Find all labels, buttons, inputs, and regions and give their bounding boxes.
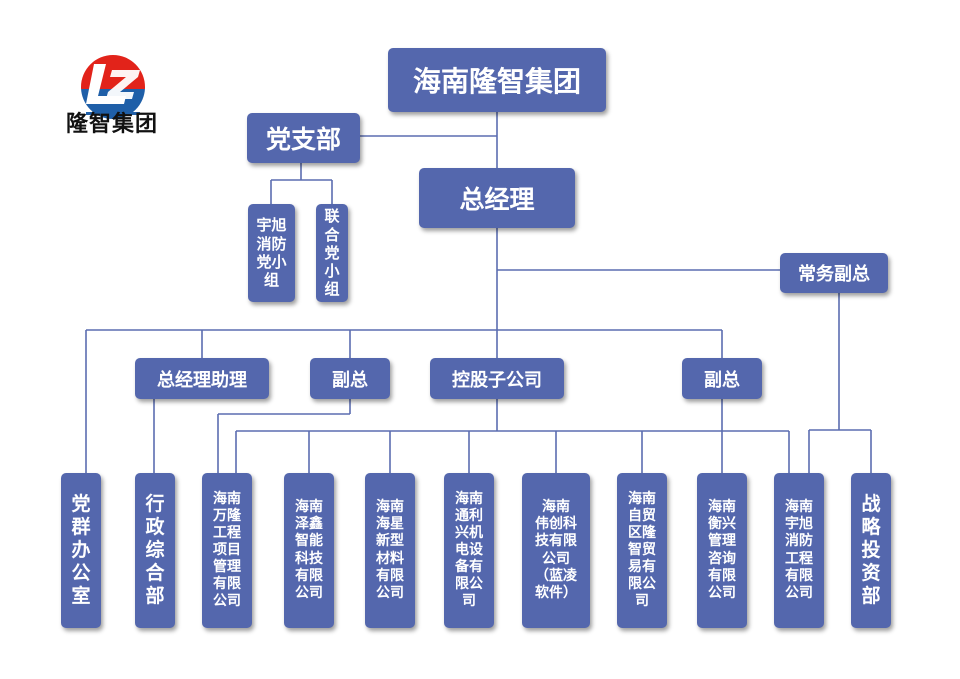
company-hengxing: 海南 衡兴 管理 咨询 有限 公司 (697, 473, 747, 628)
gm-assistant-box: 总经理助理 (135, 358, 269, 399)
company-tonglixing-label: 海南 通利 兴机 电设 备有 限公 司 (455, 490, 483, 610)
exec-vp-box: 常务副总 (780, 253, 888, 293)
lz-logo-icon (81, 55, 145, 119)
logo-text: 隆智集团 (65, 112, 158, 137)
dept-strategic-investment: 战略 投资 部 (851, 473, 891, 628)
vp-left-box: 副总 (310, 358, 390, 399)
company-weichuang: 海南 伟创科 技有限 公司 （蓝凌 软件） (522, 473, 590, 628)
dept-party-office-label: 党群 办公 室 (71, 492, 91, 608)
company-zexin-label: 海南 泽鑫 智能 科技 有限 公司 (295, 499, 323, 601)
company-yuxu-fire-label: 海南 宇旭 消防 工程 有限 公司 (785, 499, 813, 601)
company-zexin: 海南 泽鑫 智能 科技 有限 公司 (284, 473, 334, 628)
holding-companies-box: 控股子公司 (430, 358, 564, 399)
vp-right-box: 副总 (682, 358, 762, 399)
company-wanlong-label: 海南 万隆 工程 项目 管理 有限 公司 (213, 490, 241, 610)
company-wanlong: 海南 万隆 工程 项目 管理 有限 公司 (202, 473, 252, 628)
company-weichuang-label: 海南 伟创科 技有限 公司 （蓝凌 软件） (535, 499, 577, 601)
company-haixing: 海南 海星 新型 材料 有限 公司 (365, 473, 415, 628)
company-hengxing-label: 海南 衡兴 管理 咨询 有限 公司 (708, 499, 736, 601)
company-ziyouqu-label: 海南 自贸 区隆 智贸 易有 限公 司 (628, 490, 656, 610)
party-group-yuxu-label: 宇旭 消防 党小 组 (256, 216, 287, 290)
company-yuxu-fire: 海南 宇旭 消防 工程 有限 公司 (774, 473, 824, 628)
party-branch-box: 党支部 (247, 113, 360, 163)
party-group-joint: 联合 党小 组 (316, 204, 348, 302)
dept-admin: 行政 综合 部 (135, 473, 175, 628)
dept-strategic-label: 战略 投资 部 (861, 492, 881, 608)
company-box: 海南隆智集团 (388, 48, 606, 112)
dept-party-office: 党群 办公 室 (61, 473, 101, 628)
company-tonglixing: 海南 通利 兴机 电设 备有 限公 司 (444, 473, 494, 628)
company-ziyouqu-longzhi: 海南 自贸 区隆 智贸 易有 限公 司 (617, 473, 667, 628)
dept-admin-label: 行政 综合 部 (145, 492, 165, 608)
general-manager-box: 总经理 (419, 168, 575, 228)
party-group-yuxu: 宇旭 消防 党小 组 (248, 204, 295, 302)
company-haixing-label: 海南 海星 新型 材料 有限 公司 (376, 499, 404, 601)
party-group-joint-label: 联合 党小 组 (324, 207, 340, 299)
